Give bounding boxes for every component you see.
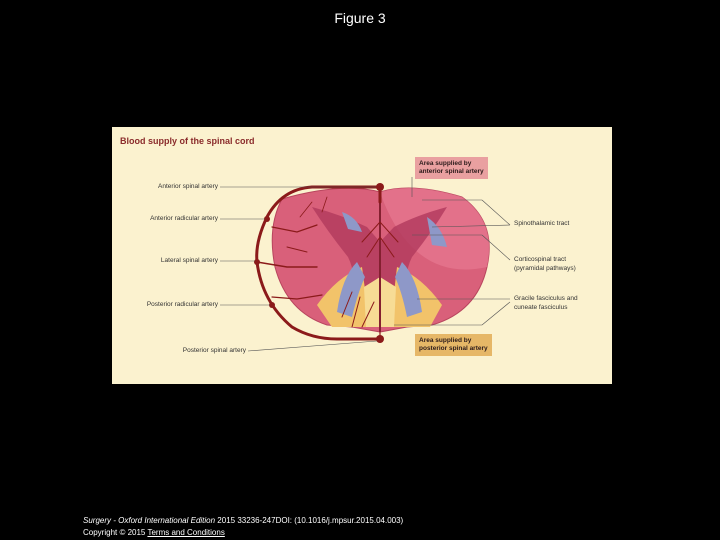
posterior-box-line2: posterior spinal artery: [419, 345, 488, 352]
figure-title: Blood supply of the spinal cord: [120, 136, 255, 146]
posterior-box-line1: Area supplied by: [419, 337, 472, 344]
label-anterior-spinal-artery: Anterior spinal artery: [158, 183, 218, 190]
citation-footer: Surgery - Oxford International Edition 2…: [83, 515, 403, 539]
corticospinal-tract-left: [337, 262, 365, 317]
leader-lines: [220, 177, 511, 352]
slide-title: Figure 3: [334, 10, 386, 26]
copyright-line: Copyright © 2015 Terms and Conditions: [83, 527, 403, 539]
anterior-box-line2: anterior spinal artery: [419, 168, 484, 175]
label-gracile-fasciculus: Gracile fasciculus and: [514, 295, 578, 302]
label-anterior-radicular-artery: Anterior radicular artery: [150, 215, 218, 222]
label-cuneate-fasciculus: cuneate fasciculus: [514, 304, 568, 311]
posterior-radicular-node: [269, 302, 275, 308]
spinal-cord-illustration: [220, 177, 511, 352]
spinothalamic-tract: [427, 217, 447, 247]
posterior-artery-node: [376, 335, 384, 343]
anterior-area-box: Area supplied by anterior spinal artery: [415, 157, 488, 179]
copyright-text: Copyright © 2015: [83, 528, 148, 537]
corticospinal-tract: [395, 262, 422, 317]
anterior-box-line1: Area supplied by: [419, 160, 472, 167]
journal-name: Surgery - Oxford International Edition: [83, 516, 216, 525]
label-posterior-radicular-artery: Posterior radicular artery: [146, 301, 218, 308]
posterior-area-box: Area supplied by posterior spinal artery: [415, 334, 492, 356]
spinal-cord-figure: Blood supply of the spinal cord: [112, 127, 612, 384]
citation-line: Surgery - Oxford International Edition 2…: [83, 515, 403, 527]
label-posterior-spinal-artery: Posterior spinal artery: [182, 347, 246, 354]
label-pyramidal-pathways: (pyramidal pathways): [514, 265, 576, 272]
anterior-radicular-node: [264, 216, 270, 222]
lateral-node: [254, 259, 260, 265]
terms-link[interactable]: Terms and Conditions: [147, 528, 225, 537]
label-spinothalamic-tract: Spinothalamic tract: [514, 220, 570, 227]
citation-doi: 2015 33236-247DOI: (10.1016/j.mpsur.2015…: [215, 516, 404, 525]
anterior-artery-node: [376, 183, 384, 191]
anterior-tract: [342, 212, 362, 232]
label-corticospinal-tract: Corticospinal tract: [514, 256, 567, 263]
label-lateral-spinal-artery: Lateral spinal artery: [160, 257, 218, 264]
